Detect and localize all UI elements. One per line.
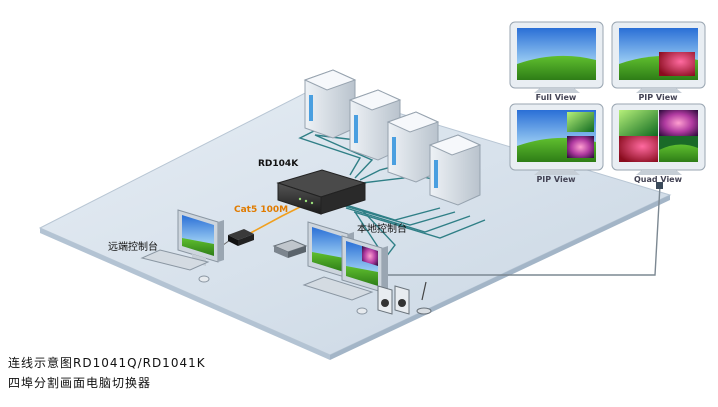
remote-receiver-box <box>228 229 254 246</box>
platform-edge-left <box>40 228 330 360</box>
cable-label: Cat5 100M <box>234 205 288 215</box>
view-label-full: Full View <box>536 93 577 102</box>
platform-edge-right <box>330 195 670 360</box>
server-tower-3 <box>386 111 440 183</box>
view-label-quad: Quad View <box>634 175 683 184</box>
kvm-switch-device <box>276 169 367 215</box>
local-control-box <box>272 239 308 258</box>
quad-view-link <box>380 184 661 276</box>
view-monitor-pip-1 <box>611 21 706 93</box>
device-label: RD104K <box>258 159 299 169</box>
local-monitor-2 <box>341 235 388 293</box>
remote-monitor <box>177 209 224 266</box>
remote-keyboard <box>140 249 210 271</box>
local-mouse <box>356 307 368 315</box>
view-monitor-pip-2 <box>509 103 604 175</box>
speakers <box>377 285 410 315</box>
view-monitor-full <box>509 21 604 93</box>
view-label-pip-2: PIP View <box>536 175 576 184</box>
microphone <box>416 281 432 315</box>
quad-view-connector <box>656 182 663 189</box>
server-tower-4 <box>428 134 482 206</box>
local-console-label: 本地控制台 <box>357 222 407 235</box>
remote-console-label: 远端控制台 <box>108 240 158 253</box>
caption-line-1: 连线示意图RD1041Q/RD1041K <box>8 356 206 370</box>
view-monitor-quad <box>611 103 706 175</box>
local-keyboard <box>302 276 374 301</box>
view-label-pip-1: PIP View <box>638 93 678 102</box>
server-tower-1 <box>303 69 357 139</box>
caption-line-2: 四埠分割画面电脑切换器 <box>8 376 152 390</box>
remote-mouse <box>198 275 210 283</box>
